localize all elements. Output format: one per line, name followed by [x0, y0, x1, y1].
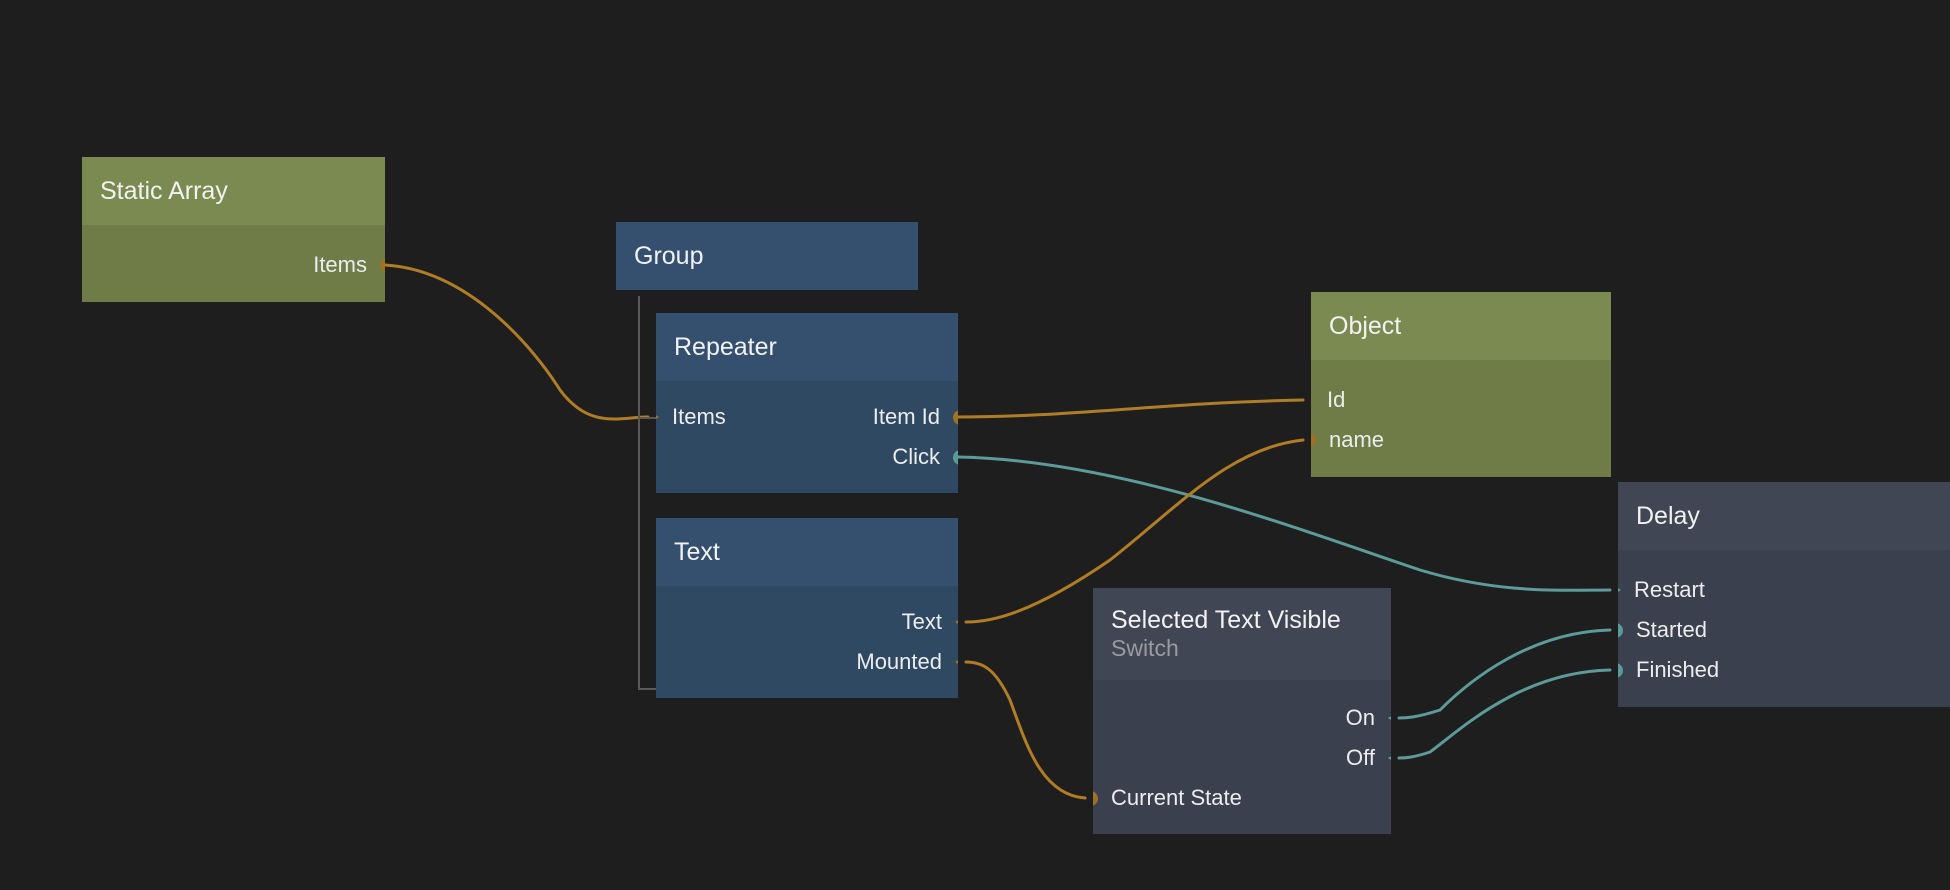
node-title: Text — [674, 537, 720, 566]
port-row-static-array-items[interactable]: Items — [313, 252, 385, 277]
port-label: Item Id — [872, 404, 940, 429]
port-row-selected-text-visible-off[interactable]: Off — [1346, 745, 1391, 770]
port-row-object-name[interactable]: name — [1311, 427, 1385, 452]
port-arrow-icon[interactable] — [955, 614, 958, 630]
node-title: Group — [634, 241, 704, 270]
tree-branch-stub-1 — [638, 688, 656, 690]
port-row-repeater-items[interactable]: Items — [656, 404, 726, 429]
port-row-selected-text-visible-current-state[interactable]: Current State — [1093, 785, 1242, 810]
port-label: Current State — [1111, 785, 1242, 810]
node-header-repeater[interactable]: Repeater — [656, 313, 958, 381]
node-header-text[interactable]: Text — [656, 518, 958, 586]
node-body-object: Id name — [1311, 360, 1611, 477]
connection-currentstate-to-mounted[interactable] — [964, 660, 1087, 800]
node-title: Selected Text Visible — [1111, 606, 1341, 635]
port-arrow-icon[interactable] — [1388, 710, 1391, 726]
port-dot-icon[interactable] — [1618, 662, 1623, 678]
port-label: Click — [892, 444, 940, 469]
port-label: Started — [1636, 617, 1707, 642]
node-body-static-array: Items — [82, 225, 385, 302]
port-row-selected-text-visible-on[interactable]: On — [1345, 705, 1391, 730]
port-label: Restart — [1634, 577, 1705, 602]
port-arrow-icon[interactable] — [1311, 392, 1314, 408]
port-arrow-icon[interactable] — [1388, 750, 1391, 766]
port-label: Id — [1327, 387, 1346, 412]
port-label: Items — [313, 252, 367, 277]
port-label: Off — [1346, 745, 1375, 770]
port-label: name — [1329, 427, 1385, 452]
connection-itemid-to-id[interactable] — [956, 398, 1305, 419]
connection-started-to-on[interactable] — [1397, 628, 1612, 720]
node-group[interactable]: Group — [616, 222, 918, 290]
port-dot-icon[interactable] — [1093, 790, 1098, 806]
port-arrow-icon[interactable] — [656, 409, 659, 425]
node-header-delay[interactable]: Delay — [1618, 482, 1950, 550]
port-dot-icon[interactable] — [953, 449, 958, 465]
port-dot-icon[interactable] — [1618, 622, 1623, 638]
node-header-object[interactable]: Object — [1311, 292, 1611, 360]
port-row-repeater-click[interactable]: Click — [892, 444, 958, 469]
port-row-delay-finished[interactable]: Finished — [1618, 657, 1720, 682]
port-row-object-id[interactable]: Id — [1311, 387, 1346, 412]
node-subtitle: Switch — [1111, 635, 1179, 662]
port-label: Mounted — [856, 649, 942, 674]
port-row-text-mounted[interactable]: Mounted — [856, 649, 958, 674]
port-dot-icon[interactable] — [953, 409, 958, 425]
node-title: Static Array — [100, 176, 228, 205]
port-label: On — [1345, 705, 1375, 730]
port-label: Finished — [1636, 657, 1720, 682]
port-label: Items — [672, 404, 726, 429]
port-arrow-icon[interactable] — [1618, 582, 1621, 598]
tree-vertical-line — [638, 296, 640, 688]
port-dot-icon[interactable] — [1311, 432, 1316, 448]
port-label: Text — [901, 609, 942, 634]
node-title: Delay — [1636, 501, 1700, 530]
port-row-text-text[interactable]: Text — [901, 609, 958, 634]
node-body-repeater: Items Item Id Click — [656, 381, 958, 493]
port-row-repeater-item-id[interactable]: Item Id — [872, 404, 958, 429]
connection-items-to-items[interactable] — [383, 263, 650, 421]
port-row-delay-restart[interactable]: Restart — [1618, 577, 1705, 602]
port-arrow-icon[interactable] — [955, 654, 958, 670]
connection-finished-to-off[interactable] — [1397, 668, 1612, 760]
node-header-group[interactable]: Group — [616, 222, 918, 290]
node-header-static-array[interactable]: Static Array — [82, 157, 385, 225]
node-title: Object — [1329, 311, 1402, 340]
port-dot-icon[interactable] — [380, 257, 385, 273]
node-title: Repeater — [674, 332, 777, 361]
port-row-delay-started[interactable]: Started — [1618, 617, 1707, 642]
tree-branch-stub-0 — [638, 417, 656, 419]
